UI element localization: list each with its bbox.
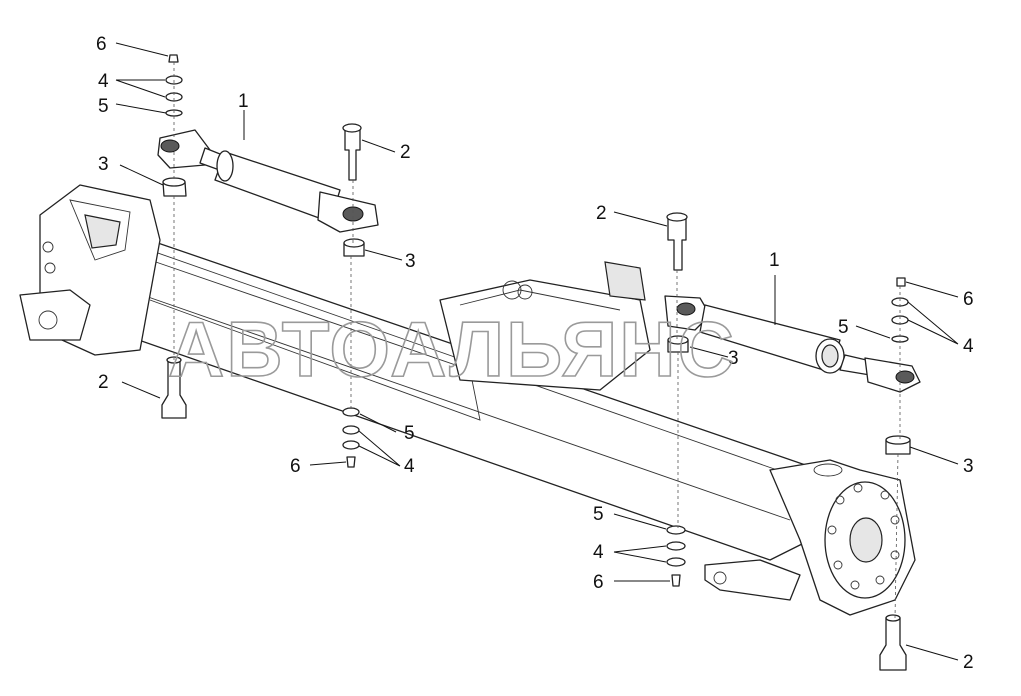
callout-label: 3 <box>405 251 416 272</box>
callouts: 6 4 5 1 2 3 3 2 1 6 5 4 3 2 5 6 4 3 5 4 … <box>96 34 974 673</box>
callout-label: 6 <box>290 456 301 477</box>
callout-label: 2 <box>596 203 607 224</box>
callout-label: 4 <box>963 336 974 357</box>
left-steering-cylinder <box>157 129 379 233</box>
center-lines <box>173 62 901 619</box>
callout-label: 1 <box>238 91 249 112</box>
callout-label: 3 <box>963 456 974 477</box>
callout-label: 3 <box>98 154 109 175</box>
callout-label: 2 <box>400 142 411 163</box>
callout-label: 3 <box>728 348 739 369</box>
right-steering-cylinder <box>664 295 921 393</box>
callout-label: 5 <box>98 96 109 117</box>
callout-label: 5 <box>838 317 849 338</box>
callout-label: 6 <box>96 34 107 55</box>
callout-label: 2 <box>963 652 974 673</box>
callout-label: 5 <box>404 423 415 444</box>
callout-label: 6 <box>593 572 604 593</box>
callout-label: 2 <box>98 372 109 393</box>
watermark-text: АВТОАЛЬЯНС <box>168 305 736 393</box>
axle-beam <box>19 184 916 616</box>
callout-label: 1 <box>769 250 780 271</box>
callout-label: 4 <box>98 71 109 92</box>
callout-label: 6 <box>963 289 974 310</box>
leader-lines <box>115 42 959 661</box>
callout-label: 5 <box>593 504 604 525</box>
callout-label: 4 <box>593 542 604 563</box>
callout-label: 4 <box>404 456 415 477</box>
